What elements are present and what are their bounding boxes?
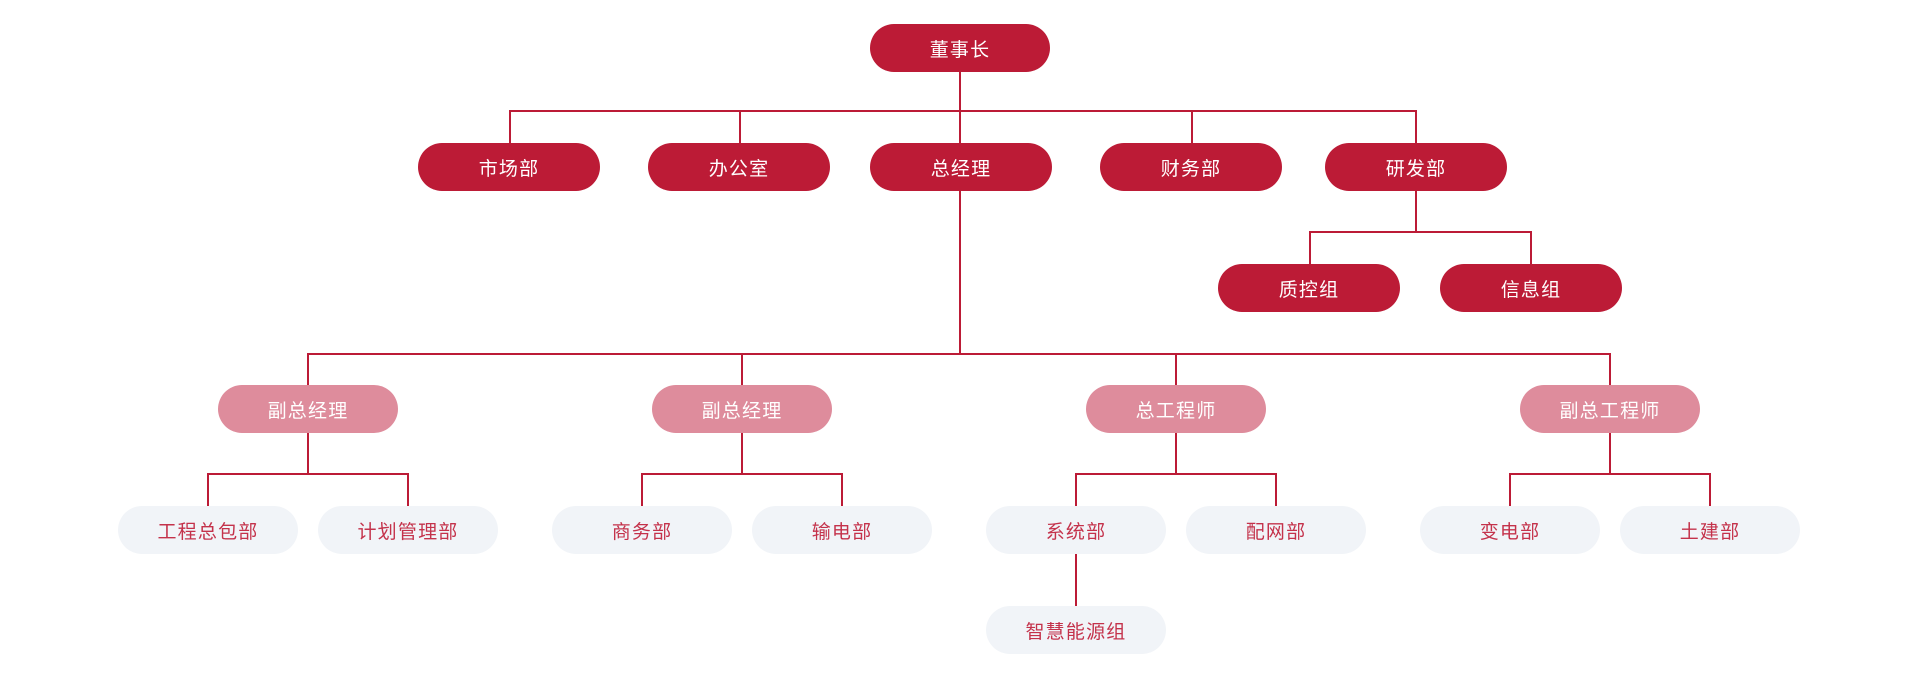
connector-gm-stem: [959, 191, 961, 354]
connector-drop-info-group: [1530, 231, 1532, 264]
node-label: 副总工程师: [1559, 400, 1661, 422]
node-commerce-dept[interactable]: 商务部: [552, 506, 732, 554]
node-info-group[interactable]: 信息组: [1440, 264, 1622, 312]
node-rd-dept[interactable]: 研发部: [1325, 143, 1507, 191]
node-label: 质控组: [1278, 279, 1340, 301]
connector-drop-qc-group: [1309, 231, 1311, 264]
connector-drop-general-manager: [959, 110, 961, 143]
node-office[interactable]: 办公室: [648, 143, 830, 191]
node-label: 系统部: [1045, 521, 1107, 543]
node-marketing-dept[interactable]: 市场部: [418, 143, 600, 191]
node-label: 总工程师: [1135, 400, 1217, 422]
node-label: 商务部: [611, 521, 673, 543]
connector-drop-distribution-dept: [1275, 473, 1277, 506]
node-systems-dept[interactable]: 系统部: [986, 506, 1166, 554]
connector-rd-stem: [1415, 191, 1417, 231]
node-planning-management-dept[interactable]: 计划管理部: [318, 506, 498, 554]
node-label: 信息组: [1500, 279, 1562, 301]
connector-drop-systems-dept: [1075, 473, 1077, 506]
node-label: 董事长: [929, 39, 991, 61]
connector-drop-transmission-dept: [841, 473, 843, 506]
connector-chief-engineer-stem: [1175, 433, 1177, 473]
connector-drop-finance: [1191, 110, 1193, 143]
connector-drop-substation-dept: [1509, 473, 1511, 506]
node-finance-dept[interactable]: 财务部: [1100, 143, 1282, 191]
connector-drop-deputy-gm-2: [741, 353, 743, 385]
node-smart-energy-group[interactable]: 智慧能源组: [986, 606, 1166, 654]
connector-chief-engineer-bus: [1075, 473, 1276, 475]
node-civil-engineering-dept[interactable]: 土建部: [1620, 506, 1800, 554]
node-label: 办公室: [708, 158, 770, 180]
node-label: 配网部: [1245, 521, 1307, 543]
connector-deputy-gm-1-bus: [207, 473, 408, 475]
connector-drop-chief-engineer: [1175, 353, 1177, 385]
node-label: 市场部: [478, 158, 540, 180]
connector-rd-groups-bus: [1309, 231, 1531, 233]
node-label: 研发部: [1385, 158, 1447, 180]
connector-drop-commerce-dept: [641, 473, 643, 506]
node-epc-dept[interactable]: 工程总包部: [118, 506, 298, 554]
connector-deputy-gm-1-stem: [307, 433, 309, 473]
connector-systems-dept-stem: [1075, 554, 1077, 606]
node-chairman[interactable]: 董事长: [870, 24, 1050, 72]
connector-deputy-chief-engineer-bus: [1509, 473, 1710, 475]
node-deputy-general-manager-1[interactable]: 副总经理: [218, 385, 398, 433]
node-distribution-network-dept[interactable]: 配网部: [1186, 506, 1366, 554]
node-transmission-dept[interactable]: 输电部: [752, 506, 932, 554]
connector-drop-planning-dept: [407, 473, 409, 506]
node-label: 工程总包部: [157, 521, 259, 543]
node-general-manager[interactable]: 总经理: [870, 143, 1052, 191]
node-qc-group[interactable]: 质控组: [1218, 264, 1400, 312]
connector-deputy-chief-engineer-stem: [1609, 433, 1611, 473]
node-substation-dept[interactable]: 变电部: [1420, 506, 1600, 554]
connector-drop-rd: [1415, 110, 1417, 143]
connector-drop-deputy-gm-1: [307, 353, 309, 385]
node-label: 计划管理部: [357, 521, 459, 543]
connector-executives-bus: [307, 353, 1611, 355]
node-label: 副总经理: [267, 400, 349, 422]
connector-drop-civil-dept: [1709, 473, 1711, 506]
connector-drop-office: [739, 110, 741, 143]
connector-deputy-gm-2-stem: [741, 433, 743, 473]
connector-drop-epc-dept: [207, 473, 209, 506]
node-label: 土建部: [1679, 521, 1741, 543]
connector-drop-deputy-chief-engineer: [1609, 353, 1611, 385]
node-deputy-general-manager-2[interactable]: 副总经理: [652, 385, 832, 433]
node-label: 输电部: [811, 521, 873, 543]
node-label: 变电部: [1479, 521, 1541, 543]
node-label: 总经理: [930, 158, 992, 180]
connector-root-stem: [959, 72, 961, 110]
node-label: 副总经理: [701, 400, 783, 422]
connector-deputy-gm-2-bus: [641, 473, 842, 475]
connector-drop-marketing: [509, 110, 511, 143]
connector-departments-bus: [509, 110, 1416, 112]
node-label: 智慧能源组: [1025, 621, 1127, 643]
node-label: 财务部: [1160, 158, 1222, 180]
node-deputy-chief-engineer[interactable]: 副总工程师: [1520, 385, 1700, 433]
node-chief-engineer[interactable]: 总工程师: [1086, 385, 1266, 433]
